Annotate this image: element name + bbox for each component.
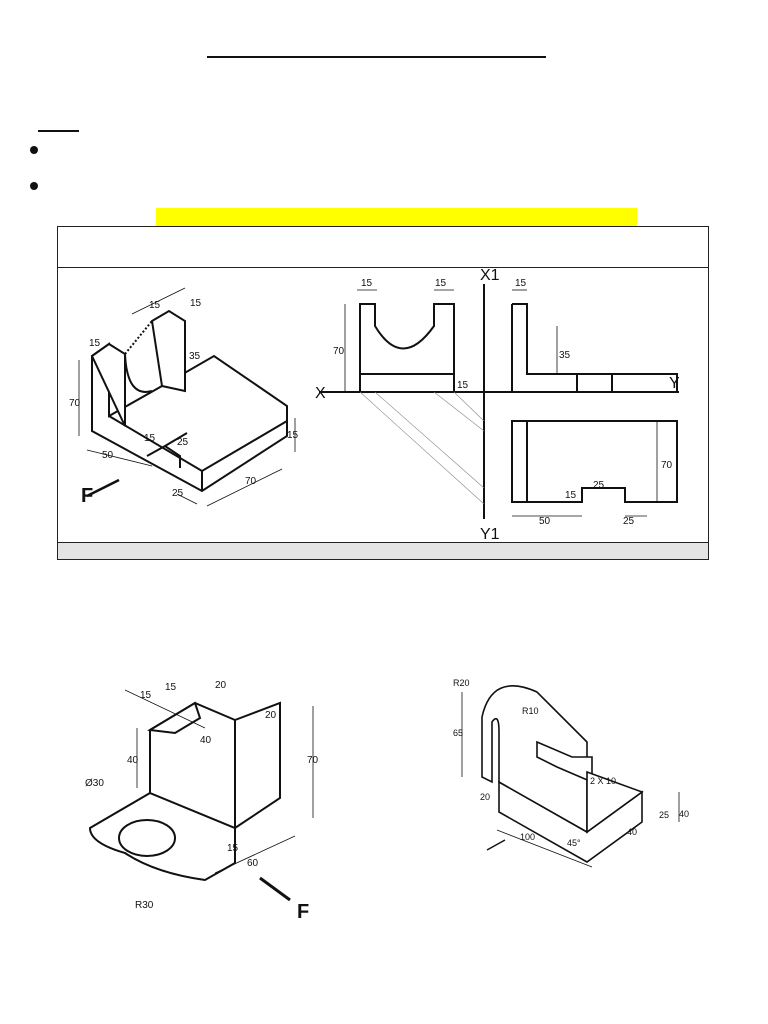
svg-text:40: 40 — [627, 827, 637, 837]
svg-text:15: 15 — [144, 433, 156, 444]
example-frame — [57, 226, 709, 560]
svg-text:Y: Y — [669, 375, 680, 392]
svg-text:25: 25 — [623, 516, 635, 527]
orthographic-example-labels: X1 Y1 X Y 15 15 70 15 15 35 70 15 25 50 … — [315, 267, 680, 543]
bullet-point-2 — [30, 182, 38, 190]
view-direction-label: F — [81, 485, 93, 507]
svg-text:40: 40 — [200, 735, 212, 746]
svg-text:15: 15 — [287, 430, 299, 441]
svg-text:15: 15 — [89, 338, 101, 349]
svg-text:15: 15 — [149, 300, 161, 311]
svg-text:70: 70 — [307, 755, 319, 766]
svg-text:R10: R10 — [522, 706, 539, 716]
svg-text:20: 20 — [265, 710, 277, 721]
svg-text:70: 70 — [69, 398, 81, 409]
svg-text:40: 40 — [679, 809, 689, 819]
bullet-point-1 — [30, 146, 38, 154]
exercise-1-drawing: 15 15 20 20 40 40 70 Ø30 15 60 R30 F — [85, 680, 319, 923]
svg-text:45°: 45° — [567, 838, 581, 848]
svg-text:15: 15 — [435, 278, 447, 289]
svg-text:R20: R20 — [453, 678, 470, 688]
isometric-example — [78, 287, 296, 507]
svg-text:15: 15 — [565, 490, 577, 501]
svg-text:Y1: Y1 — [480, 526, 500, 543]
exercise-1-view-direction: F — [297, 901, 309, 923]
highlighted-instruction — [156, 208, 637, 226]
svg-text:R30: R30 — [135, 900, 154, 911]
svg-text:15: 15 — [140, 690, 152, 701]
notes-heading-underline — [38, 130, 79, 132]
svg-text:X1: X1 — [480, 267, 500, 284]
svg-text:70: 70 — [245, 476, 257, 487]
svg-text:60: 60 — [247, 858, 259, 869]
svg-text:65: 65 — [453, 728, 463, 738]
example-drawings: 15 15 15 35 70 15 25 50 25 70 15 F — [69, 267, 680, 543]
svg-text:70: 70 — [661, 460, 673, 471]
exercise-2-drawing: R20 R10 65 20 100 2 X 10 25 40 40 45° — [453, 678, 689, 868]
svg-text:15: 15 — [361, 278, 373, 289]
isometric-example-labels: 15 15 15 35 70 15 25 50 25 70 15 F — [69, 298, 299, 507]
svg-text:15: 15 — [227, 843, 239, 854]
svg-text:15: 15 — [190, 298, 202, 309]
svg-text:25: 25 — [177, 437, 189, 448]
example-frame-footer — [58, 542, 708, 559]
svg-text:20: 20 — [480, 792, 490, 802]
svg-text:50: 50 — [102, 450, 114, 461]
svg-text:100: 100 — [520, 832, 535, 842]
svg-text:35: 35 — [559, 350, 571, 361]
svg-text:35: 35 — [189, 351, 201, 362]
svg-text:15: 15 — [457, 380, 469, 391]
svg-text:X: X — [315, 385, 326, 402]
orthographic-example — [319, 284, 679, 519]
svg-text:20: 20 — [215, 680, 227, 691]
svg-text:25: 25 — [172, 488, 184, 499]
svg-text:15: 15 — [515, 278, 527, 289]
svg-text:50: 50 — [539, 516, 551, 527]
svg-text:2 X 10: 2 X 10 — [590, 776, 616, 786]
svg-text:Ø30: Ø30 — [85, 778, 104, 789]
svg-text:25: 25 — [659, 810, 669, 820]
svg-text:70: 70 — [333, 346, 345, 357]
svg-text:40: 40 — [127, 755, 139, 766]
svg-text:25: 25 — [593, 480, 605, 491]
svg-text:15: 15 — [165, 682, 177, 693]
title-underline — [207, 56, 546, 58]
example-frame-header — [58, 227, 708, 268]
